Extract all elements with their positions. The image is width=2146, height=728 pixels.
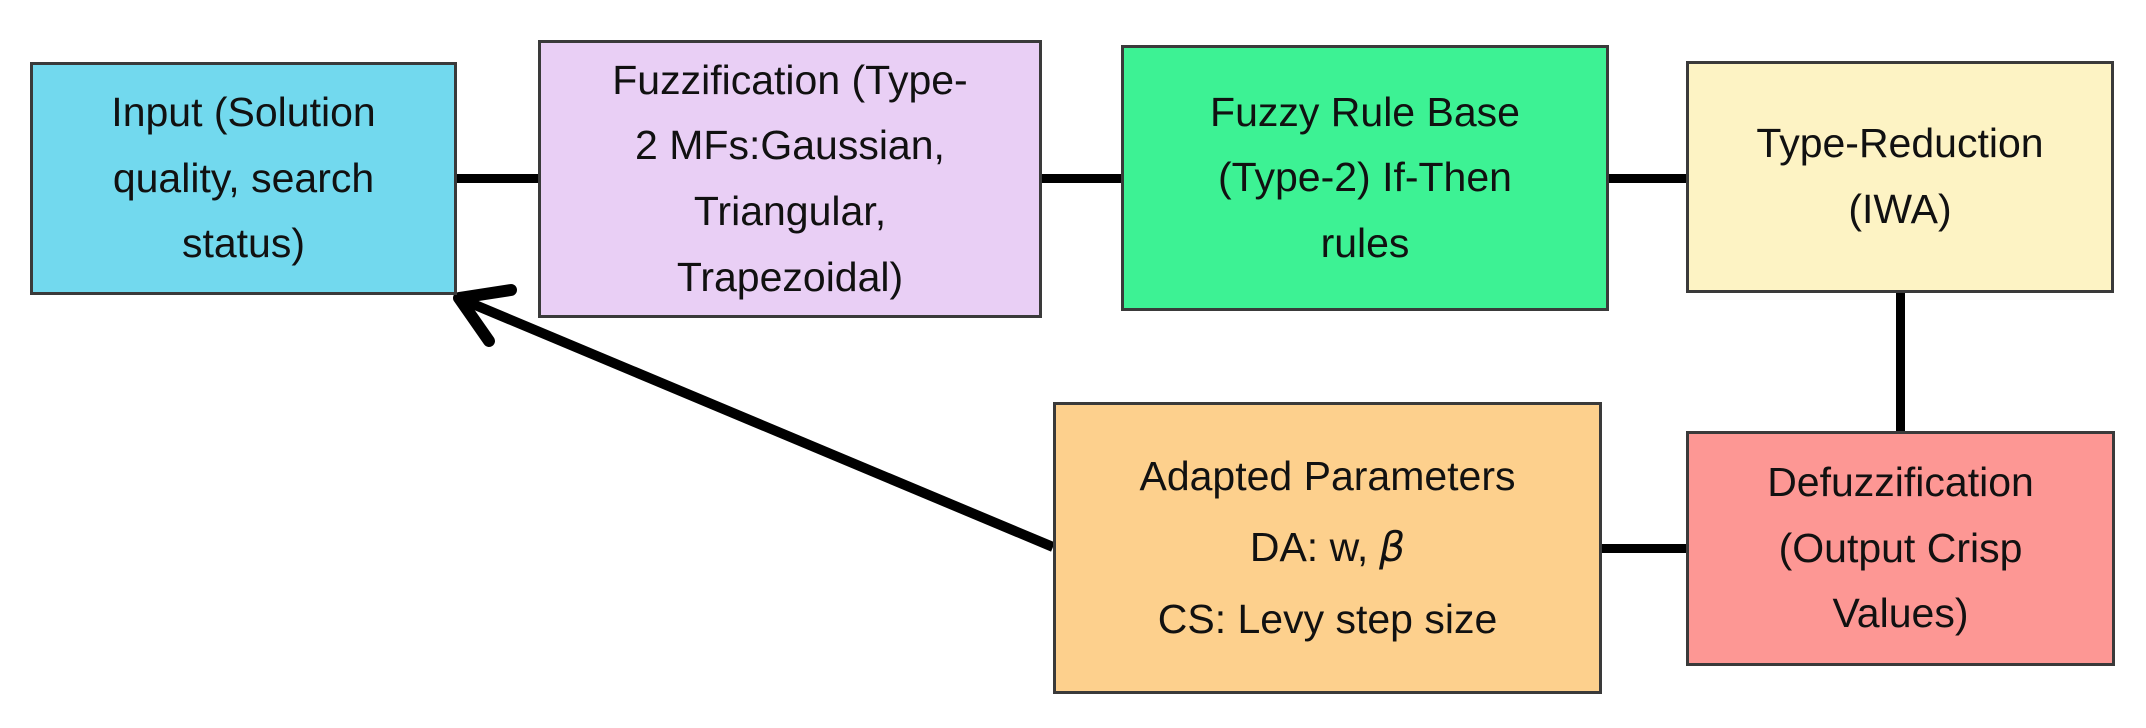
connector-typereduction-to-defuzzification	[1896, 291, 1905, 433]
node-adapted-parameters: Adapted Parameters DA: w,β CS: Levy step…	[1053, 402, 1602, 694]
node-adapted-parameters-label: Adapted Parameters	[1139, 453, 1516, 499]
node-defuzzification: Defuzzification (Output Crisp Values)	[1686, 431, 2115, 666]
node-type-reduction: Type-Reduction (IWA)	[1686, 61, 2114, 293]
node-fuzzy-rule-base-label: Fuzzy Rule Base	[1210, 88, 1520, 135]
node-input: Input (Solution quality, search status)	[30, 62, 457, 295]
feedback-arrow-shaft	[466, 297, 1055, 552]
node-fuzzification: Fuzzification (Type- 2 MFs:Gaussian, Tri…	[538, 40, 1042, 318]
node-fuzzification-label: Fuzzification (Type-	[612, 56, 968, 103]
feedback-arrowhead-icon	[453, 284, 517, 347]
adapted-parameters-cs-line: CS: Levy step size	[1157, 595, 1498, 642]
node-type-reduction-label: Type-Reduction	[1756, 120, 2044, 167]
node-defuzzification-label: Defuzzification	[1767, 459, 2034, 506]
connector-fuzzification-to-rulebase	[1040, 174, 1123, 183]
connector-defuzzification-to-adapted	[1600, 544, 1688, 553]
node-fuzzy-rule-base: Fuzzy Rule Base (Type-2) If-Then rules	[1121, 45, 1609, 311]
connector-rulebase-to-typereduction	[1605, 174, 1688, 183]
beta-symbol: β	[1378, 523, 1406, 572]
connector-input-to-fuzzification	[455, 174, 541, 183]
adapted-parameters-da-line: DA: w,β	[1249, 523, 1406, 572]
node-input-label: Input (Solution	[111, 89, 376, 136]
